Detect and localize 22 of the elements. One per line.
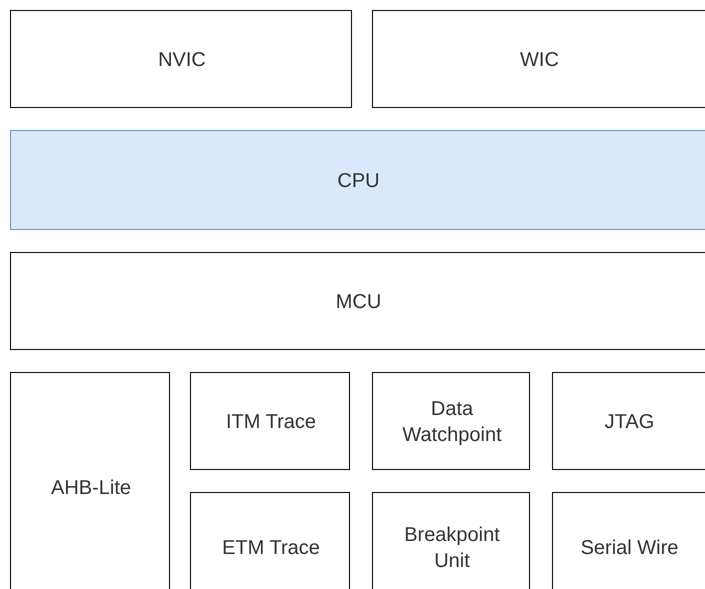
- block: [10, 372, 170, 589]
- block-label: Breakpoint Unit: [403, 522, 501, 574]
- block: [10, 252, 705, 350]
- block: [552, 372, 705, 470]
- block-label: Data Watchpoint: [401, 397, 503, 448]
- block-label: CPU: [337, 169, 380, 194]
- block: [10, 10, 352, 108]
- block-label: ETM Trace: [222, 536, 320, 560]
- block-label: Serial Wire: [580, 536, 678, 560]
- block-label: AHB-Lite: [50, 476, 132, 500]
- block: [372, 10, 705, 108]
- block: [190, 372, 350, 470]
- block: [372, 372, 530, 470]
- block-label: MCU: [336, 290, 382, 315]
- block: [190, 492, 350, 589]
- highlighted-block: [10, 130, 705, 230]
- block: [552, 492, 705, 589]
- block: [372, 492, 530, 589]
- block-label: JTAG: [604, 410, 654, 435]
- block-label: ITM Trace: [226, 410, 316, 435]
- block-label: NVIC: [158, 48, 206, 73]
- block-label: WIC: [520, 48, 559, 73]
